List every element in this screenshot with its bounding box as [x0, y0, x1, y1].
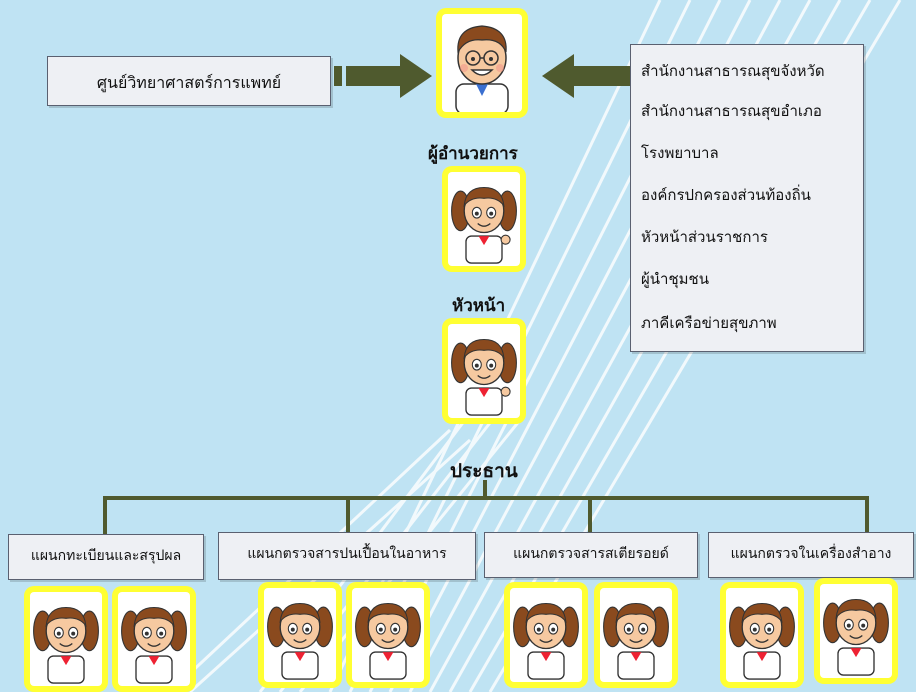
partner-item: ผู้นำชุมชน: [641, 270, 709, 288]
doctor-male-icon: [455, 25, 509, 112]
director-avatar: [436, 8, 528, 118]
head-title: หัวหน้า: [452, 296, 506, 316]
staff-avatar: [258, 582, 342, 688]
doctor-female-icon: [33, 606, 99, 684]
director-title: ผู้อำนวยการ: [428, 144, 518, 164]
partner-item: โรงพยาบาล: [641, 144, 719, 162]
staff-avatar: [720, 582, 804, 688]
partner-item: หัวหน้าส่วนราชการ: [641, 228, 768, 246]
doctor-female-icon: [451, 186, 517, 264]
connector-drop: [865, 496, 869, 534]
staff-avatar: [24, 586, 108, 692]
doctor-female-icon: [603, 602, 669, 680]
connector-horizontal: [103, 496, 869, 500]
partner-item: ภาคีเครือข่ายสุขภาพ: [641, 314, 777, 332]
connector-drop: [103, 496, 107, 534]
arrow-left-icon: [542, 54, 630, 98]
doctor-female-icon: [729, 602, 795, 680]
chair-avatar: [442, 318, 526, 424]
department-box: แผนกตรวจสารปนเปื้อนในอาหาร: [218, 532, 476, 580]
department-box: แผนกทะเบียนและสรุปผล: [8, 534, 204, 580]
partner-item: สำนักงานสาธารณสุขอำเภอ: [641, 102, 822, 120]
doctor-female-icon: [451, 338, 517, 416]
arrow-right-icon: [334, 54, 432, 98]
connector-drop: [588, 496, 592, 534]
doctor-female-icon: [121, 606, 187, 684]
connector-trunk: [483, 480, 487, 498]
medical-sciences-center-box: ศูนย์วิทยาศาสตร์การแพทย์: [47, 56, 331, 106]
staff-avatar: [504, 582, 588, 688]
doctor-female-icon: [823, 598, 889, 676]
doctor-female-icon: [267, 602, 333, 680]
head-avatar: [442, 166, 526, 272]
doctor-female-icon: [355, 602, 421, 680]
partner-item: สำนักงานสาธารณสุขจังหวัด: [641, 62, 825, 80]
department-label: แผนกตรวจในเครื่องสำอาง: [730, 546, 892, 562]
department-box: แผนกตรวจในเครื่องสำอาง: [708, 532, 914, 578]
network-partners-box: สำนักงานสาธารณสุขจังหวัด สำนักงานสาธารณส…: [630, 44, 864, 352]
connector-drop: [346, 496, 350, 534]
staff-avatar: [594, 582, 678, 688]
department-label: แผนกทะเบียนและสรุปผล: [30, 548, 182, 564]
staff-avatar: [112, 586, 196, 692]
department-box: แผนกตรวจสารสเตียรอยด์: [484, 532, 698, 578]
medical-sciences-center-label: ศูนย์วิทยาศาสตร์การแพทย์: [96, 73, 282, 92]
staff-avatar: [346, 582, 430, 688]
department-label: แผนกตรวจสารสเตียรอยด์: [513, 546, 669, 562]
partner-item: องค์กรปกครองส่วนท้องถิ่น: [641, 186, 811, 204]
staff-avatar: [814, 578, 898, 684]
chair-title: ประธาน: [450, 460, 518, 482]
doctor-female-icon: [513, 602, 579, 680]
department-label: แผนกตรวจสารปนเปื้อนในอาหาร: [247, 546, 447, 562]
